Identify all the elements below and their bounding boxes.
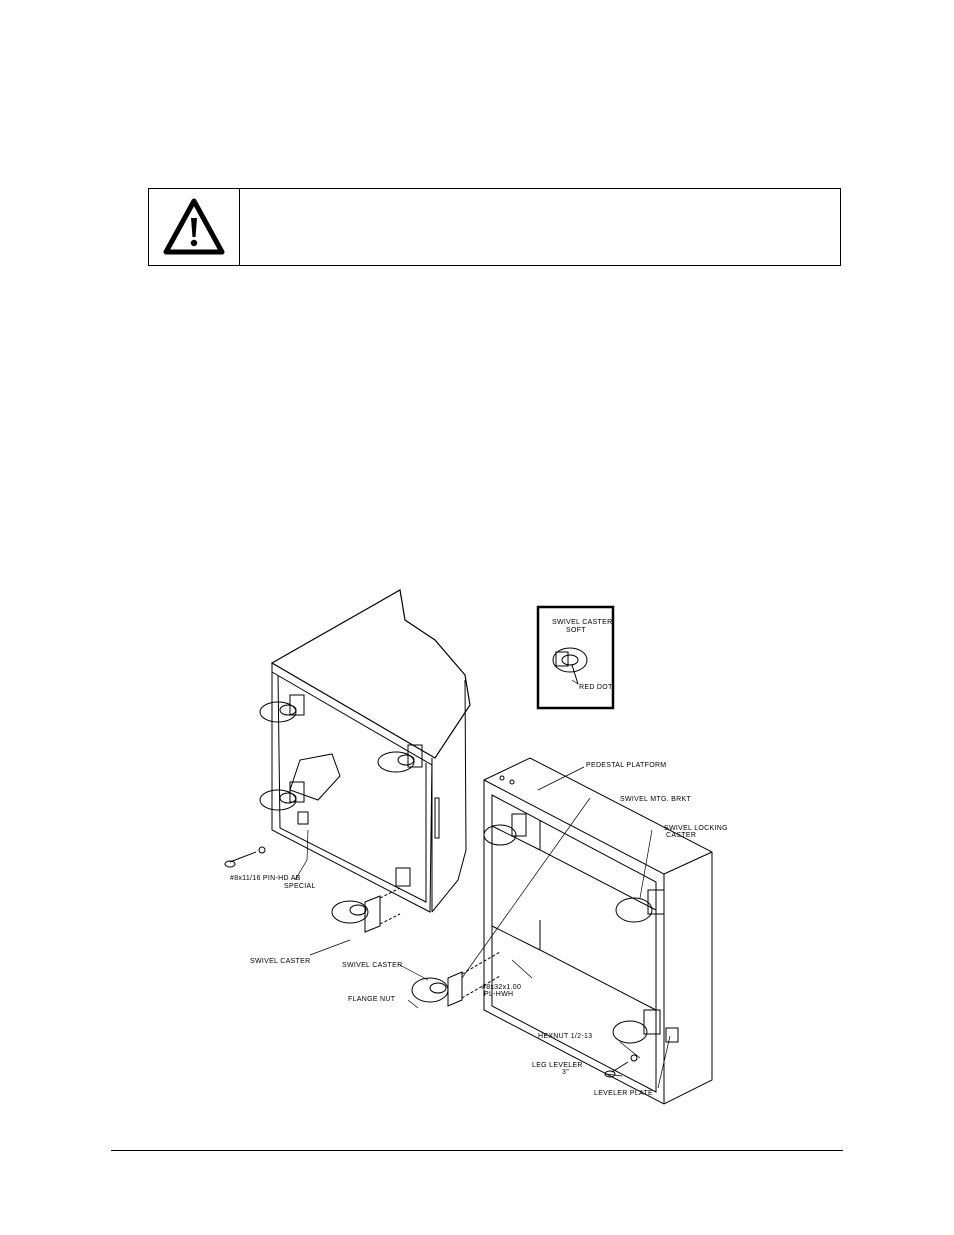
leg-leveler <box>604 1054 638 1078</box>
caster-left-exploded <box>331 867 411 933</box>
caster-installation-figure: SWIVEL CASTER SOFT RED DOT PEDESTAL PLAT… <box>224 589 728 1105</box>
inset-label-red-dot: RED DOT <box>579 684 613 691</box>
footer-rule <box>111 1150 843 1151</box>
label-swivel-mtg-brkt: SWIVEL MTG. BRKT <box>620 796 691 803</box>
caster-platform-top-left <box>483 813 527 846</box>
label-flange-nut: FLANGE NUT <box>348 996 396 1003</box>
label-swivel-caster-left: SWIVEL CASTER <box>250 958 310 965</box>
inset-caster <box>552 647 588 685</box>
label-pin-special: SPECIAL <box>284 883 316 890</box>
caster-left-middle <box>259 781 309 825</box>
label-swivel-locking: SWIVEL LOCKING <box>664 825 728 832</box>
label-pin-hd: #8x11/16 PIN-HD AB <box>230 875 301 882</box>
label-screw-type: PL-HWH <box>484 991 513 998</box>
cabinet-left <box>270 589 471 913</box>
pedestal-platform <box>483 757 713 1105</box>
label-screw: #8x32x1.00 <box>482 984 521 991</box>
caster-left-top <box>259 694 305 723</box>
warning-callout <box>148 188 841 266</box>
caster-platform-right <box>615 889 665 923</box>
label-pedestal-platform: PEDESTAL PLATFORM <box>586 762 666 769</box>
label-hexnut: HEXNUT 1/2-13 <box>538 1033 592 1040</box>
leveler-pin <box>224 846 266 868</box>
inset-label-soft: SOFT <box>566 627 586 634</box>
label-leg-leveler: LEG LEVELER <box>532 1062 583 1069</box>
caster-left-right <box>377 744 423 773</box>
label-locking-caster: CASTER <box>666 832 696 839</box>
label-swivel-caster-center: SWIVEL CASTER <box>342 962 402 969</box>
warning-triangle-icon <box>163 198 225 255</box>
label-leg-leveler-size: 3" <box>562 1069 569 1076</box>
inset-label-swivel-caster: SWIVEL CASTER <box>552 619 612 626</box>
caster-center-exploded <box>411 951 501 1007</box>
warning-icon-cell <box>149 189 240 265</box>
label-leveler-plate: LEVELER PLATE <box>594 1090 653 1097</box>
caster-platform-bottom <box>612 1009 679 1044</box>
inset-box <box>536 605 615 710</box>
